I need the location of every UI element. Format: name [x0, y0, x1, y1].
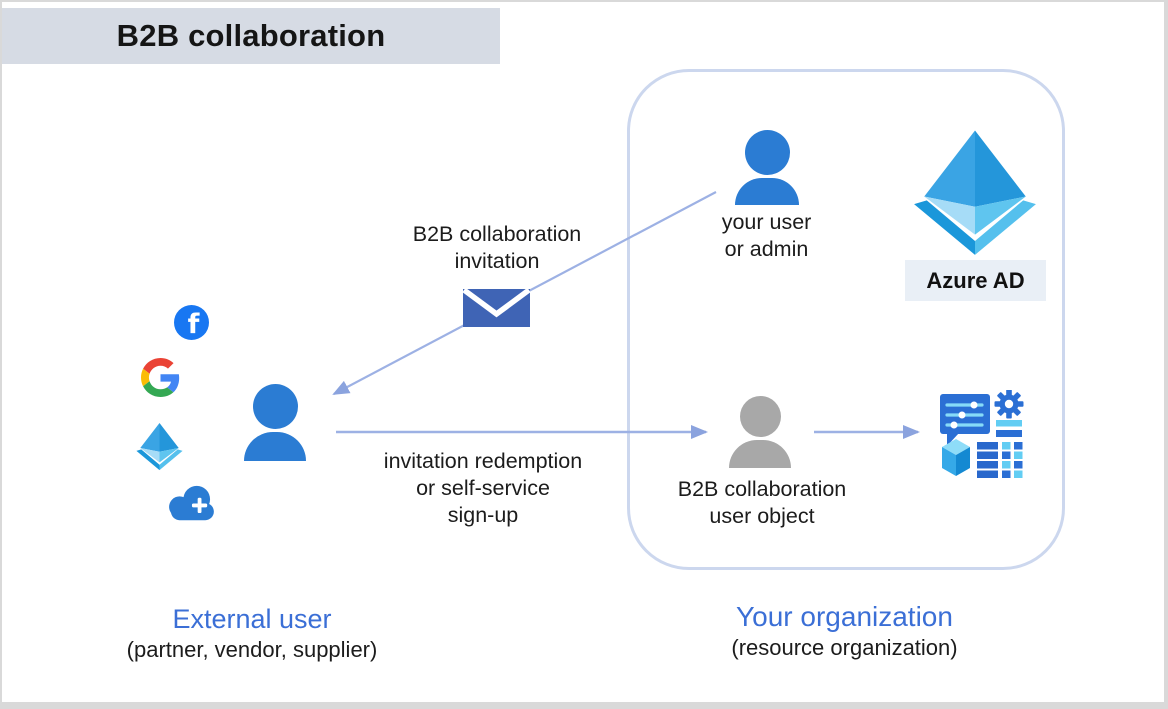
facebook-icon: f: [174, 305, 209, 340]
person-head: [739, 396, 781, 437]
table-icon: [977, 442, 1023, 478]
person-head: [252, 384, 298, 429]
azure-ad-logo: [907, 128, 1043, 260]
envelope-icon: [462, 287, 531, 327]
invitation-label-line2: invitation: [454, 249, 540, 273]
person-body: [244, 432, 306, 461]
azure-ad-label: Azure AD: [905, 260, 1046, 301]
redemption-label-line3: sign-up: [447, 503, 519, 527]
redemption-label: invitation redemption or self-service si…: [347, 448, 619, 529]
redemption-label-line2: or self-service: [416, 476, 550, 500]
user-object-label-line2: user object: [709, 504, 815, 528]
external-user-title: External user: [172, 604, 332, 634]
invitation-label-line1: B2B collaboration: [412, 222, 582, 246]
your-user-label: your user or admin: [694, 209, 839, 263]
external-user-subtitle: (partner, vendor, supplier): [126, 637, 378, 662]
person-head: [744, 130, 790, 175]
cube-icon: [942, 439, 970, 476]
cloud-add-account-icon: [164, 484, 218, 524]
organization-subtitle: (resource organization): [731, 635, 958, 660]
redemption-label-line1: invitation redemption: [383, 449, 583, 473]
b2b-user-object-icon: [729, 396, 791, 468]
resources-icons: [935, 389, 1027, 482]
gear-icon: [994, 389, 1024, 419]
external-user-icon: [244, 384, 306, 461]
azure-ad-icon: [134, 422, 185, 472]
your-user-label-line2: or admin: [724, 237, 809, 261]
your-user-icon: [735, 130, 799, 205]
invitation-label: B2B collaboration invitation: [385, 221, 609, 275]
external-user-caption: External user (partner, vendor, supplier…: [97, 603, 407, 664]
google-icon: [141, 358, 180, 397]
your-user-label-line1: your user: [721, 210, 812, 234]
organization-caption: Your organization (resource organization…: [687, 601, 1002, 662]
user-object-label-line1: B2B collaboration: [677, 477, 847, 501]
person-body: [729, 440, 791, 468]
conversation-settings-icon: [940, 394, 990, 446]
person-body: [735, 178, 799, 205]
user-object-label: B2B collaboration user object: [650, 476, 874, 530]
organization-title: Your organization: [736, 601, 953, 632]
facebook-glyph: f: [187, 309, 200, 340]
page-title: B2B collaboration: [2, 8, 500, 64]
